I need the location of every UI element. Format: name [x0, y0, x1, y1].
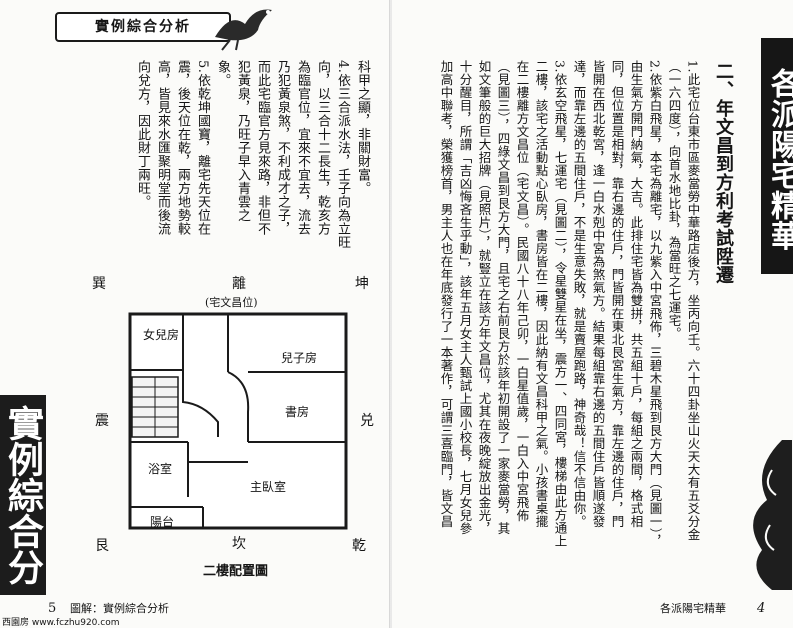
- room-bath-label: 浴室: [148, 462, 173, 476]
- right-text-column-4: 由生氣方開門納氣，大吉。此排住宅皆為雙拼，共五組十戶，每組之兩間，格式相: [628, 60, 644, 528]
- plan-wenchang-label: (宅文昌位): [205, 296, 258, 309]
- direction-zhen: 震: [95, 413, 109, 429]
- right-text-column-9: 二樓，該宅之活動點心臥房，書房皆在二樓，因此納有文昌科甲之氣。小孩書桌擺: [533, 60, 549, 528]
- left-page-header: 實例綜合分析: [55, 12, 231, 42]
- right-text-column-5: 同，但位置是相對，靠右邊的住戶，門皆開在東北艮宮生氣方，靠左邊的住戶，門: [609, 60, 625, 528]
- right-text-column-2: （一六四度），向首水地比卦，為當旺之七運宅。: [666, 60, 682, 340]
- left-page-footer-title: 圖解：實例綜合分析: [70, 602, 169, 615]
- left-side-banner: 實例綜合分析: [0, 395, 46, 595]
- left-text-column-6: 而此宅臨官方見來路，非但不: [255, 60, 270, 236]
- room-son-label: 兒子房: [281, 351, 318, 365]
- direction-dui: 兑: [360, 413, 374, 429]
- room-master-label: 主臥室: [250, 480, 287, 494]
- left-text-column-12: 向兌方，因此財丁兩旺。: [135, 60, 150, 209]
- left-text-column-9: 5.依乾坤國寶，離宅先天位在: [195, 60, 210, 236]
- direction-gen: 艮: [95, 538, 109, 554]
- right-page: 各派陽宅精華 二、年文昌到方利考試陞遷 1.此宅位台東市區麥當勞中華路店後方，坐…: [392, 0, 793, 628]
- direction-kan: 坎: [232, 536, 246, 552]
- right-page-footer-title: 各派陽宅精華: [660, 602, 726, 615]
- direction-li: 離: [232, 276, 246, 292]
- left-text-column-3: 向，以三合十二長生，乾亥方: [315, 60, 330, 236]
- floor-plan-caption: 二樓配置圖: [203, 564, 269, 579]
- left-text-column-11: 高，皆見來水匯聚明堂而後流: [155, 60, 170, 236]
- left-text-column-5: 乃犯黃泉煞，不利成才之子，: [275, 60, 290, 236]
- right-page-header-banner: 各派陽宅精華: [761, 38, 793, 274]
- right-text-column-3: 2.依紫白飛星，本宅為離宅，以九紫入中宮飛佈，三碧木星飛到艮方大門（見圖一），: [647, 60, 663, 548]
- direction-kun: 坤: [355, 276, 369, 292]
- right-text-column-12: 如文筆般的巨大招牌（見照片），就豎立在該方年文昌位，尤其在夜晚綻放出金光，: [476, 60, 492, 535]
- left-text-column-4: 為臨官位，宜來不宜去，流去: [295, 60, 310, 236]
- left-text-column-2: 4.依三合派水法，壬子向為立旺: [335, 60, 350, 249]
- left-text-column-10: 震，後天位在乾，兩方地勢較: [175, 60, 190, 236]
- right-text-column-13: 十分醒目，所謂「吉凶悔吝生乎動」，該年五月女主人甄試上國小校長，七月女兒參: [457, 60, 473, 535]
- room-daughter-label: 女兒房: [143, 328, 180, 342]
- right-text-column-6: 皆開在西北乾宮，逢一白水剋中宮為煞氣方。結果每組靠右邊的五間住戶皆順遂發: [590, 60, 606, 528]
- room-study-label: 書房: [285, 405, 310, 419]
- left-page: 實例綜合分析 實例綜合分析 科甲之顯，非關財富。 4.依三合派水法，壬子向為立旺…: [0, 0, 390, 628]
- right-text-column-8: 3.依玄空飛星，七運宅（見圖二），令星雙星在坐，震方一、四同宮，樓梯由此方通上: [552, 60, 568, 548]
- direction-qian: 乾: [352, 538, 366, 554]
- section-title: 二、年文昌到方利考試陞遷: [713, 62, 734, 284]
- right-text-column-11: （見圖三），四綠文昌到艮方大門，且宅之右前艮方於該年初開設了一家麥當勞，其: [495, 60, 511, 535]
- floor-plan-diagram: [128, 312, 348, 530]
- right-text-column-1: 1.此宅位台東市區麥當勞中華路店後方，坐丙向壬。六十四卦坐山火天大有五爻分金: [685, 60, 701, 541]
- right-text-column-10: 在二樓離方文昌位（宅文昌）。民國八十八年己卯，一白星值歲，一白入中宮飛佈: [514, 60, 530, 522]
- right-text-column-7: 達，而靠左邊的五間住戶，不是生意失敗，就是賣屋跑路，神奇哉！信不信由你。: [571, 60, 587, 528]
- room-balcony-label: 陽台: [150, 515, 175, 529]
- left-page-number: 5: [48, 601, 57, 616]
- left-text-column-8: 象。: [215, 60, 230, 87]
- watermark-text: 西園房 www.fczhu920.com: [2, 618, 120, 628]
- right-page-number: 4: [757, 601, 766, 616]
- book-spine: [389, 0, 393, 628]
- right-text-column-14: 加高中聯考，榮獲榜首，男主人也在年底發行了一本著作，可謂三喜臨門，皆文昌: [438, 60, 454, 528]
- crane-decoration-icon: [215, 9, 272, 51]
- left-text-column-7: 犯黃泉，乃旺子早入青雲之: [235, 60, 250, 222]
- phoenix-decoration-icon: [753, 440, 792, 590]
- left-text-column-1: 科甲之顯，非關財富。: [355, 60, 370, 195]
- direction-xun: 巽: [92, 276, 106, 292]
